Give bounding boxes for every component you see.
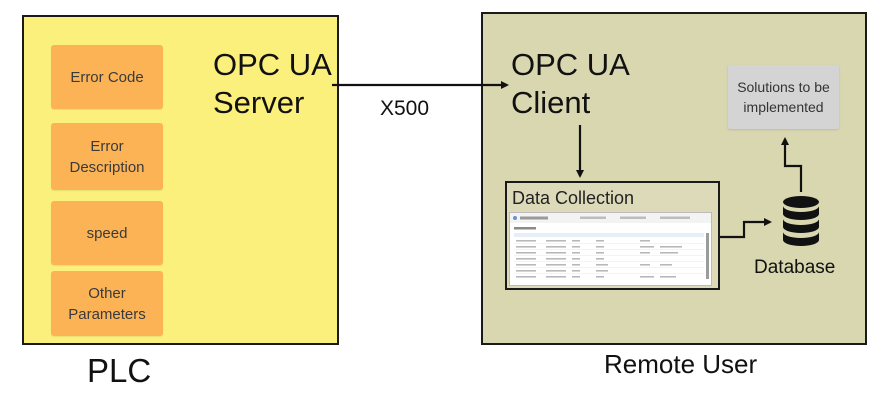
opc-ua-client-label: OPC UA Client <box>511 47 630 120</box>
opc-ua-server-label: OPC UA Server <box>213 47 332 120</box>
data-collection-screenshot <box>509 212 712 286</box>
param-error-code: Error Code <box>51 45 163 109</box>
param-speed: speed <box>51 201 163 265</box>
database-to-solutions-arrow <box>781 137 803 192</box>
collection-to-database-arrow <box>720 218 772 239</box>
plc-caption: PLC <box>87 352 152 389</box>
link-label: X500 <box>380 97 430 120</box>
database-label: Database <box>754 257 836 278</box>
solutions-box: Solutions to be implemented <box>728 65 839 129</box>
data-collection-title: Data Collection <box>512 188 635 208</box>
param-error-description: Error Description <box>51 123 163 190</box>
database-icon <box>783 196 819 246</box>
screenshot-thumbnail <box>510 213 711 279</box>
remote-user-caption: Remote User <box>604 349 758 379</box>
param-other-parameters: Other Parameters <box>51 271 163 336</box>
